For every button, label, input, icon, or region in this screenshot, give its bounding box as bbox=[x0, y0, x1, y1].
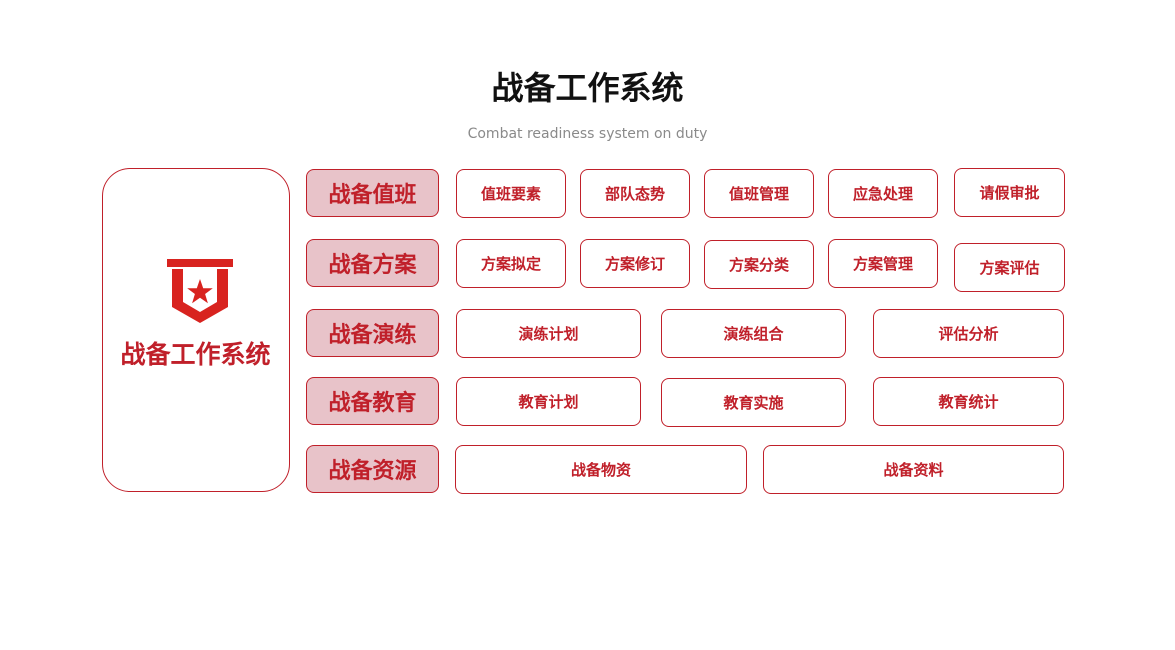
item-evaluation-analysis[interactable]: 评估分析 bbox=[873, 309, 1064, 358]
system-panel: 战备工作系统 bbox=[102, 168, 290, 492]
item-emergency-handling[interactable]: 应急处理 bbox=[828, 169, 938, 218]
system-label: 战备工作系统 bbox=[120, 340, 271, 369]
category-drill[interactable]: 战备演练 bbox=[306, 309, 439, 357]
item-plan-drafting[interactable]: 方案拟定 bbox=[456, 239, 566, 288]
item-plan-management[interactable]: 方案管理 bbox=[828, 239, 938, 288]
category-duty[interactable]: 战备值班 bbox=[306, 169, 439, 217]
item-plan-evaluation[interactable]: 方案评估 bbox=[954, 243, 1065, 292]
item-materials[interactable]: 战备物资 bbox=[455, 445, 747, 494]
category-education[interactable]: 战备教育 bbox=[306, 377, 439, 425]
page-subtitle: Combat readiness system on duty bbox=[467, 126, 708, 142]
item-duty-management[interactable]: 值班管理 bbox=[704, 169, 814, 218]
shield-star-icon bbox=[167, 259, 233, 323]
item-force-situation[interactable]: 部队态势 bbox=[580, 169, 690, 218]
item-plan-classification[interactable]: 方案分类 bbox=[704, 240, 814, 289]
item-education-plan[interactable]: 教育计划 bbox=[456, 377, 641, 426]
category-plan[interactable]: 战备方案 bbox=[306, 239, 439, 287]
item-education-implementation[interactable]: 教育实施 bbox=[661, 378, 846, 427]
page-title: 战备工作系统 bbox=[491, 69, 684, 107]
item-drill-plan[interactable]: 演练计划 bbox=[456, 309, 641, 358]
item-leave-approval[interactable]: 请假审批 bbox=[954, 168, 1065, 217]
item-documents[interactable]: 战备资料 bbox=[763, 445, 1064, 494]
item-education-statistics[interactable]: 教育统计 bbox=[873, 377, 1064, 426]
item-plan-revision[interactable]: 方案修订 bbox=[580, 239, 690, 288]
category-resources[interactable]: 战备资源 bbox=[306, 445, 439, 493]
item-drill-combination[interactable]: 演练组合 bbox=[661, 309, 846, 358]
item-duty-elements[interactable]: 值班要素 bbox=[456, 169, 566, 218]
